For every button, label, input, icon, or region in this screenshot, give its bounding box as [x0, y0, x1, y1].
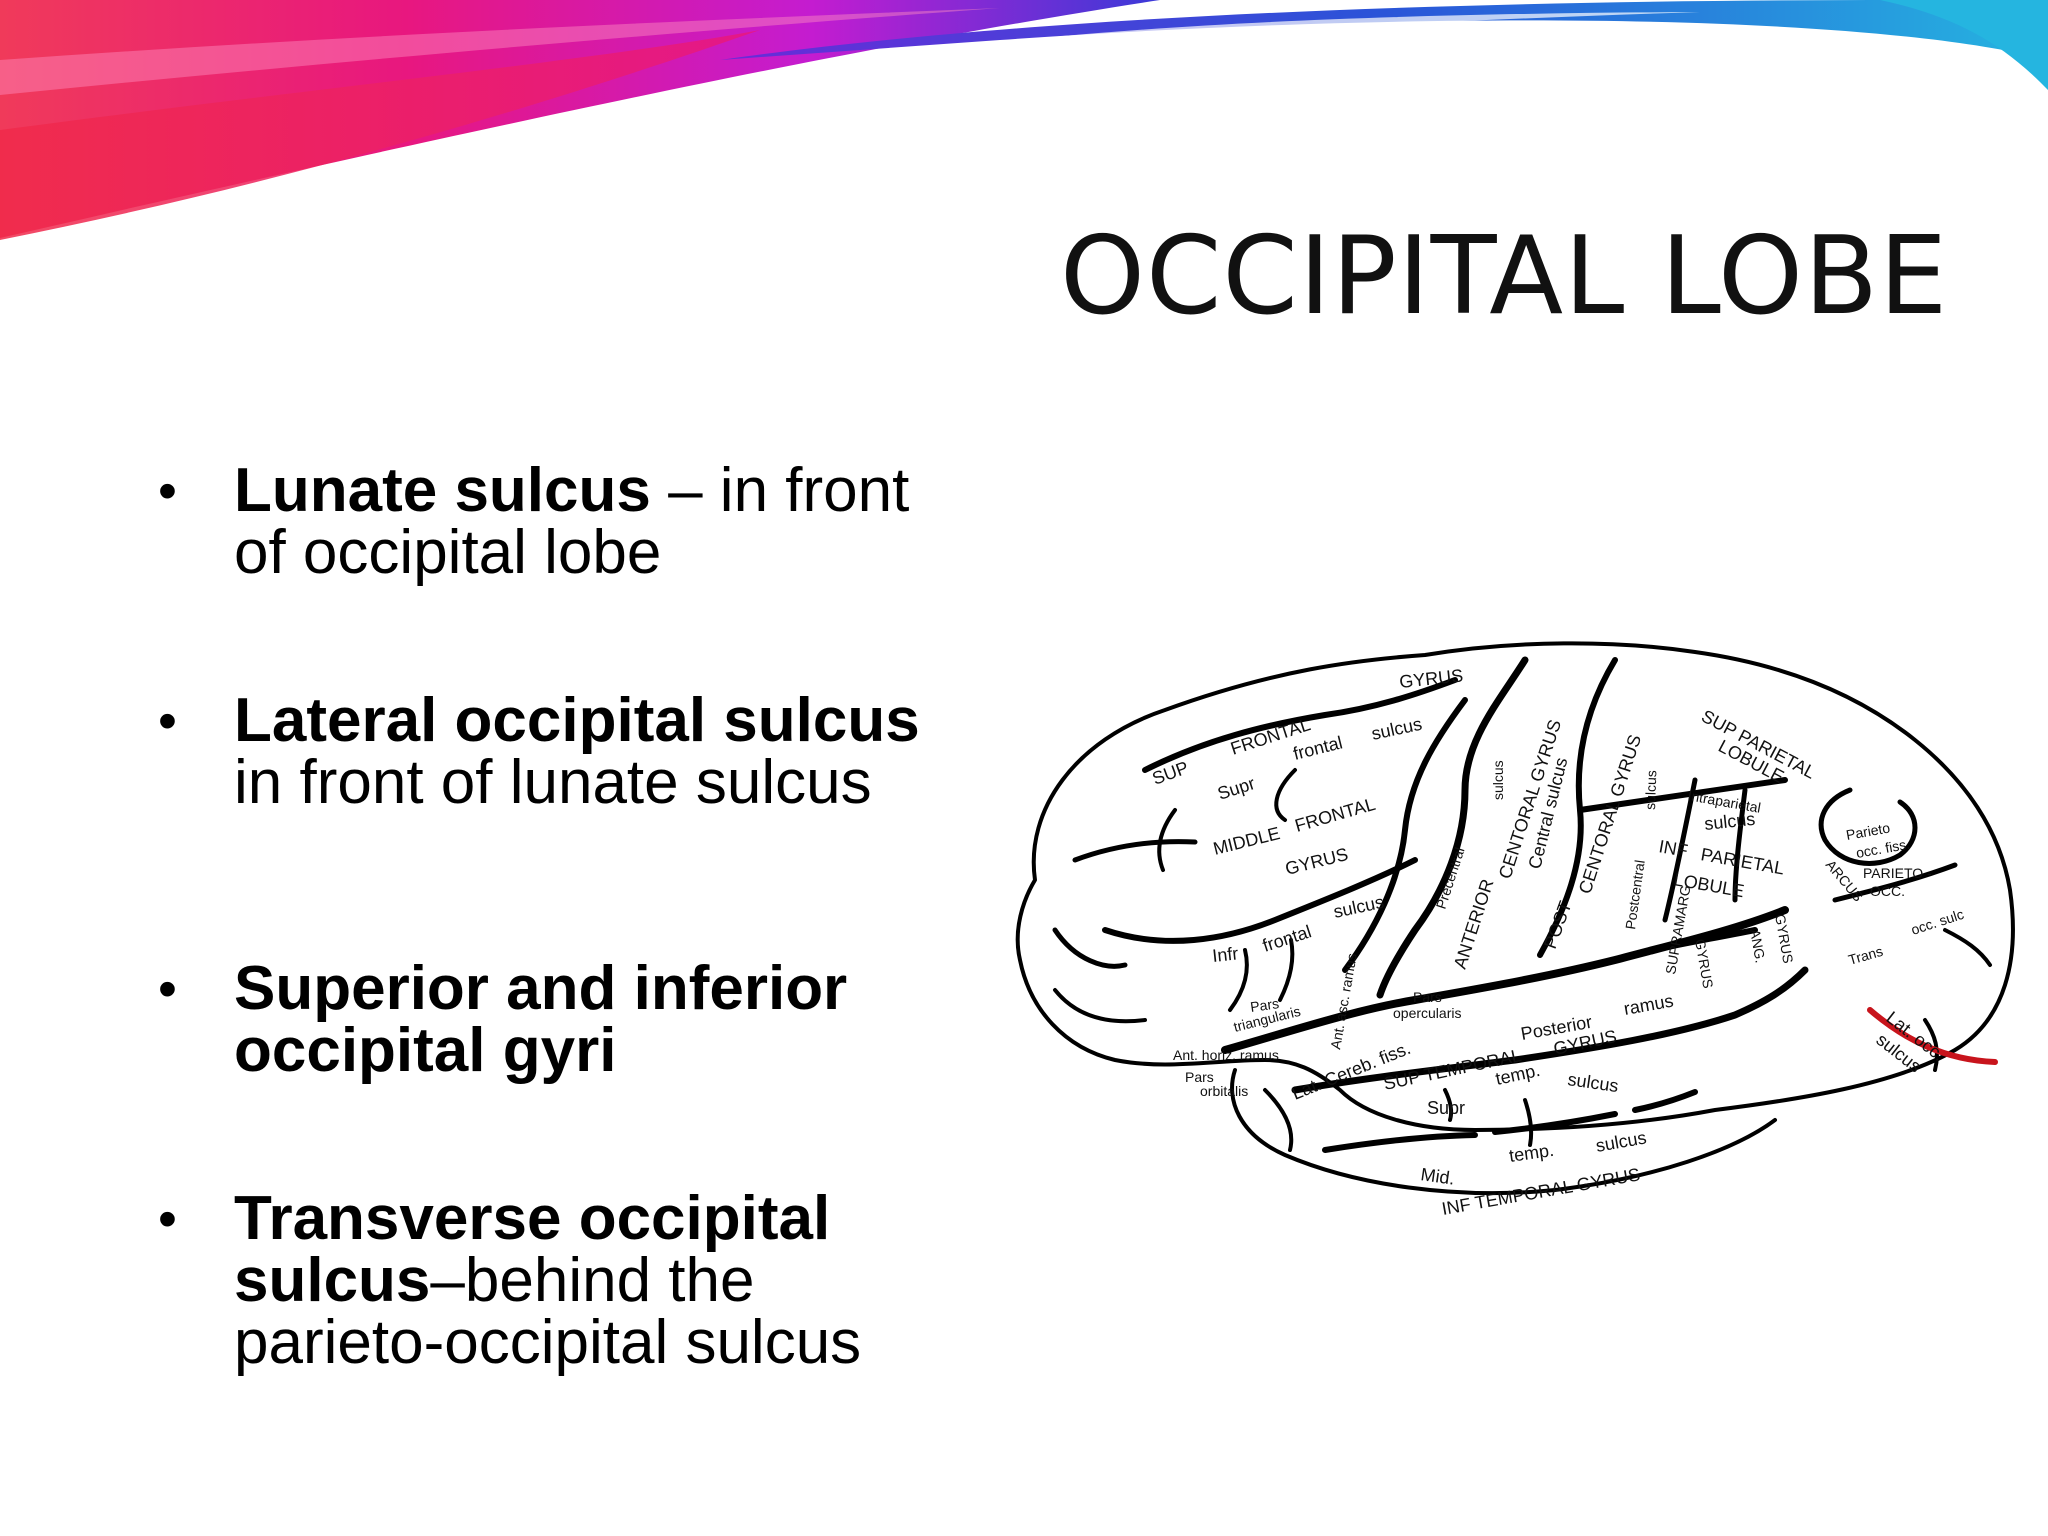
bullet-text: Transverse occipital sulcus–behind the p…: [234, 1188, 974, 1374]
bullet-bold: Lateral occipital sulcus: [234, 686, 920, 755]
brain-outline: [1015, 641, 2015, 1132]
label-middle: MIDDLE: [1211, 823, 1282, 859]
intraparietal-sulcus: [1577, 777, 1788, 813]
label-pars-tri: Pars: [1249, 995, 1280, 1015]
bullet-text: Superior and inferior occipital gyri: [234, 958, 974, 1082]
label-occ: OCC.: [1870, 883, 1905, 899]
label-parietal: PARIETAL: [1699, 844, 1786, 878]
label-frontal-infr: frontal: [1260, 921, 1314, 955]
label-pars-orb: Pars: [1185, 1069, 1214, 1085]
label-supr: Supr: [1215, 773, 1257, 804]
label-temp-mid: temp.: [1508, 1140, 1555, 1166]
label-ant-horiz: Ant. horiz. ramus: [1173, 1047, 1279, 1063]
label-sulcus-pre: sulcus: [1490, 760, 1506, 800]
label-anterior: ANTERIOR: [1450, 877, 1498, 972]
label-infr: Infr: [1211, 943, 1239, 966]
label-ang: ANG.: [1747, 928, 1769, 964]
inf-frontal-sulcus: [1102, 857, 1418, 944]
bullet-dot: •: [158, 691, 177, 751]
brain-lateral-diagram: GYRUS SUP FRONTAL frontal sulcus Supr MI…: [1015, 641, 2015, 1219]
label-supr-t: Supr: [1427, 1098, 1465, 1118]
ribbon-stripe-red: [0, 30, 760, 240]
label-parieto-occ: PARIETO -: [1863, 865, 1932, 881]
bullet-bold: Transverse occipital sulcus: [234, 1184, 831, 1315]
bullet-text: Lateral occipital sulcus in front of lun…: [234, 690, 974, 814]
parieto-occipital-fissure: [1818, 787, 1918, 866]
ribbon-stripe-cyan: [1880, 0, 2048, 90]
bullet-rest: –behind the parieto-occipital sulcus: [234, 1246, 862, 1377]
ribbon-stripe-blue: [720, 0, 2048, 60]
central-sulcus: [1376, 656, 1529, 999]
label-sulcus-ip: sulcus: [1703, 809, 1756, 834]
label-frontal-mid: FRONTAL: [1293, 794, 1378, 836]
sup-frontal-sulcus: [1142, 677, 1458, 773]
label-gyrus-sm: GYRUS: [1692, 938, 1716, 990]
slide-title: OCCIPITAL LOBE: [1060, 214, 1949, 339]
sup-temporal-sulcus: [1291, 966, 1809, 1094]
bullet-dot: •: [158, 461, 177, 521]
lateral-fissure: [1221, 906, 1789, 1054]
label-precentral: Precentral: [1433, 845, 1468, 911]
label-parieto: Parieto: [1845, 819, 1892, 842]
label-postcentral: Postcentral: [1622, 859, 1648, 931]
ribbon-stripe-light: [0, 8, 1000, 95]
bullet-bold: Lunate sulcus: [234, 456, 651, 525]
bullet-rest: – in front of occipital lobe: [234, 456, 910, 587]
label-gyrus-mid: GYRUS: [1283, 844, 1350, 879]
bullet-text: Lunate sulcus – in front of occipital lo…: [234, 460, 974, 584]
label-sulcus-mid: sulcus: [1594, 1127, 1648, 1156]
bullet-bold: Superior and inferior occipital gyri: [234, 954, 848, 1085]
label-ramus: ramus: [1622, 991, 1675, 1019]
label-ant-asc-ramus: Ant. asc. ramus: [1327, 952, 1360, 1051]
label-post: POST: [1540, 898, 1576, 951]
label-gyrus-top: GYRUS: [1398, 665, 1464, 692]
bullet-dot: •: [158, 959, 177, 1019]
label-orbitalis: orbitalis: [1200, 1083, 1248, 1099]
transverse-occipital-sulcus: [1832, 862, 1958, 903]
label-occ-sulc: occ. sulc: [1909, 906, 1966, 938]
label-inf: INF: [1657, 836, 1689, 861]
temporal-outline: [1230, 1068, 1777, 1196]
label-mid: Mid.: [1419, 1164, 1455, 1189]
label-gyrus-ang: GYRUS: [1772, 913, 1796, 965]
label-sulcus-post: sulcus: [1642, 770, 1659, 810]
label-sulcus-st: sulcus: [1566, 1069, 1619, 1096]
label-pars-op: Pars: [1413, 989, 1442, 1005]
bullet-rest: in front of lunate sulcus: [234, 748, 872, 817]
precentral-sulcus: [1342, 697, 1468, 973]
posterior-ramus: [1612, 927, 1758, 963]
bullet-dot: •: [158, 1189, 177, 1249]
mid-temporal-sulcus: [1322, 1089, 1698, 1153]
label-trans: Trans: [1846, 943, 1884, 968]
ribbon-stripe-white: [760, 12, 1700, 78]
label-sulcus-top: sulcus: [1370, 714, 1424, 744]
ribbon-stripe-main: [0, 0, 1160, 238]
ribbon-banner: [0, 0, 2048, 240]
label-supramarg: SUPRAMARG: [1662, 884, 1693, 976]
label-opercularis: opercularis: [1393, 1005, 1461, 1021]
lunate-sulcus-highlight: [1867, 1007, 1998, 1065]
